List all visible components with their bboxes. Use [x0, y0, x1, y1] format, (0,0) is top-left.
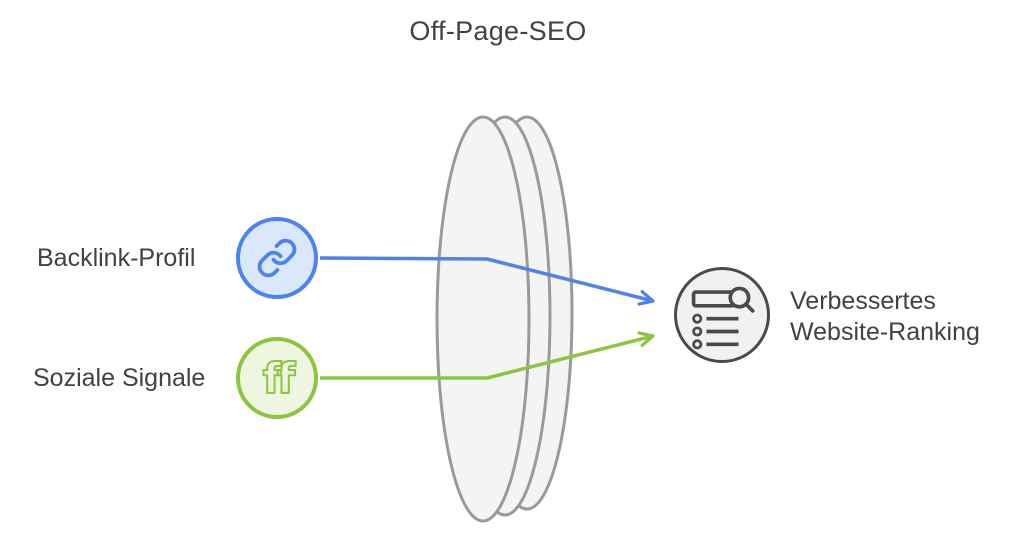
lens-front-ellipse [435, 115, 531, 523]
list-bullet-2 [692, 326, 703, 337]
social-node: ff [236, 337, 318, 419]
label-backlink-profil: Backlink-Profil [37, 244, 196, 272]
magnifier-glass-shape [728, 286, 751, 309]
ff-glyph: ff [263, 354, 296, 403]
ranking-node [674, 267, 770, 363]
magnifier-handle-shape [744, 302, 755, 313]
label-soziale-signale: Soziale Signale [33, 364, 206, 392]
ff-social-icon: ff [262, 353, 301, 404]
list-bullet-3 [692, 339, 703, 350]
lens-icon [435, 115, 574, 523]
arrow-backlink-to-ranking [319, 256, 655, 306]
list-bullet-1 [692, 313, 703, 324]
diagram-title: Off-Page-SEO [409, 16, 587, 46]
ranking-label-line-1: Verbessertes [790, 287, 936, 315]
arrow-social-to-ranking [320, 331, 655, 380]
backlink-node [236, 217, 318, 299]
ranking-label-line-2: Website-Ranking [790, 318, 980, 346]
search-results-icon [691, 286, 755, 350]
label-verbessertes-website-ranking: Verbessertes Website-Ranking [790, 286, 980, 348]
link-icon [257, 238, 297, 278]
